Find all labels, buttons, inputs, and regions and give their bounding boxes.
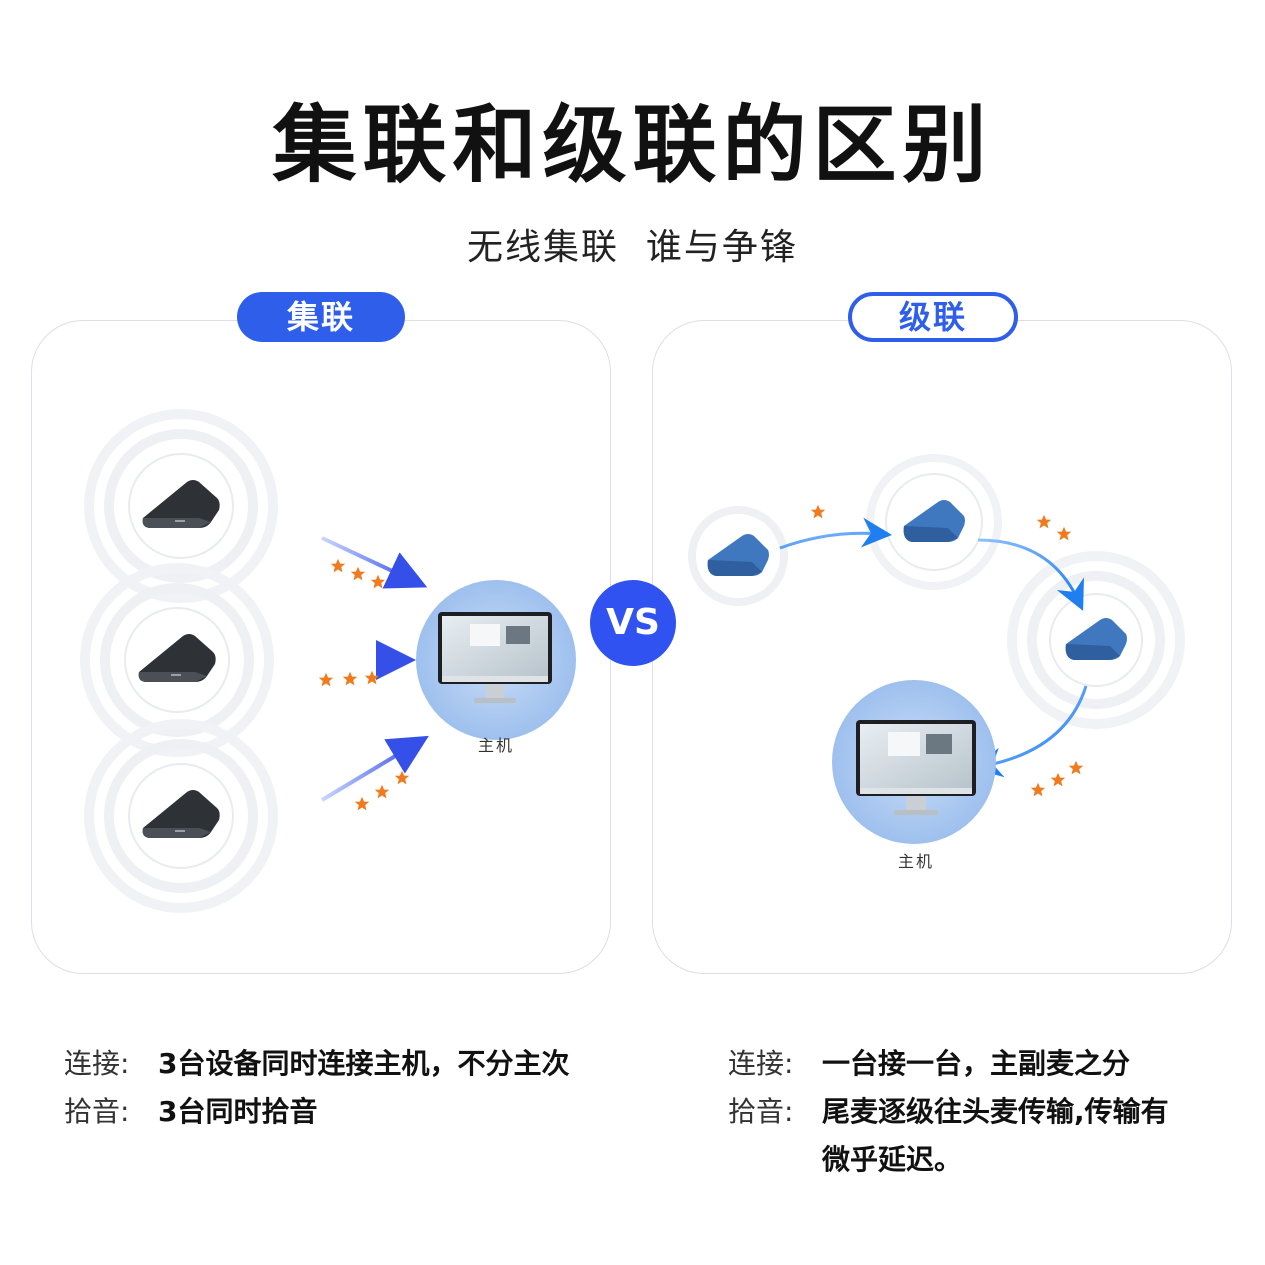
star-icon bbox=[370, 574, 386, 589]
arrow-icon bbox=[779, 517, 892, 550]
star-icon bbox=[810, 504, 826, 519]
monitor-icon bbox=[856, 720, 976, 815]
cluster-info: 连接: 3台设备同时连接主机，不分主次 拾音: 3台同时拾音 bbox=[64, 1040, 644, 1136]
cascade-device-1 bbox=[688, 506, 788, 606]
monitor-icon bbox=[438, 612, 552, 703]
cascade-pickup-row: 拾音: 尾麦逐级往头麦传输,传输有微乎延迟。 bbox=[728, 1088, 1198, 1184]
star-icon bbox=[318, 672, 334, 687]
cluster-connect-key: 连接: bbox=[64, 1047, 130, 1080]
star-icon bbox=[364, 670, 380, 685]
cascade-pickup-key: 拾音: bbox=[728, 1095, 794, 1128]
conference-mic-icon bbox=[707, 534, 769, 576]
conference-mic-icon bbox=[142, 790, 220, 838]
star-icon bbox=[350, 566, 366, 581]
cluster-pickup-value: 3台同时拾音 bbox=[158, 1095, 318, 1128]
cluster-host-label: 主机 bbox=[478, 736, 515, 755]
cluster-connect-row: 连接: 3台设备同时连接主机，不分主次 bbox=[64, 1040, 644, 1088]
cascade-device-3 bbox=[1007, 551, 1185, 729]
vs-badge: VS bbox=[590, 580, 676, 666]
cluster-pickup-key: 拾音: bbox=[64, 1095, 130, 1128]
arrow-icon bbox=[972, 685, 1088, 778]
page-subtitle: 无线集联 谁与争锋 bbox=[467, 227, 798, 268]
cascade-connect-row: 连接: 一台接一台，主副麦之分 bbox=[728, 1040, 1198, 1088]
star-icon bbox=[1050, 772, 1066, 787]
tag-cascade: 级联 bbox=[848, 292, 1018, 342]
cluster-connect-value: 3台设备同时连接主机，不分主次 bbox=[158, 1047, 570, 1080]
arrow-icon bbox=[320, 735, 429, 802]
arrow-icon bbox=[977, 538, 1084, 611]
cluster-pickup-row: 拾音: 3台同时拾音 bbox=[64, 1088, 644, 1136]
tag-cluster: 集联 bbox=[237, 292, 405, 342]
star-icon bbox=[354, 796, 370, 811]
cluster-host bbox=[416, 580, 576, 740]
conference-mic-icon bbox=[903, 500, 965, 542]
cluster-device-1 bbox=[84, 409, 278, 603]
star-icon bbox=[1036, 514, 1052, 529]
conference-mic-icon bbox=[1065, 618, 1127, 660]
star-icon bbox=[1068, 760, 1084, 775]
cascade-connect-key: 连接: bbox=[728, 1047, 794, 1080]
arrow-icon bbox=[321, 536, 428, 589]
conference-mic-icon bbox=[138, 634, 216, 682]
star-icon bbox=[330, 558, 346, 573]
cascade-device-2 bbox=[866, 454, 1002, 590]
star-icon bbox=[1056, 526, 1072, 541]
star-icon bbox=[342, 671, 358, 686]
cascade-host bbox=[832, 680, 996, 844]
page-title: 集联和级联的区别 bbox=[272, 96, 993, 194]
cascade-pickup-value: 尾麦逐级往头麦传输,传输有微乎延迟。 bbox=[822, 1095, 1169, 1176]
star-icon bbox=[374, 784, 390, 799]
conference-mic-icon bbox=[142, 480, 220, 528]
star-icon bbox=[394, 770, 410, 785]
cascade-connect-value: 一台接一台，主副麦之分 bbox=[822, 1047, 1131, 1080]
cascade-info: 连接: 一台接一台，主副麦之分 拾音: 尾麦逐级往头麦传输,传输有微乎延迟。 bbox=[728, 1040, 1198, 1184]
cluster-device-3 bbox=[84, 719, 278, 913]
cluster-device-2 bbox=[80, 563, 274, 757]
cascade-host-label: 主机 bbox=[898, 852, 935, 871]
star-icon bbox=[1030, 782, 1046, 797]
